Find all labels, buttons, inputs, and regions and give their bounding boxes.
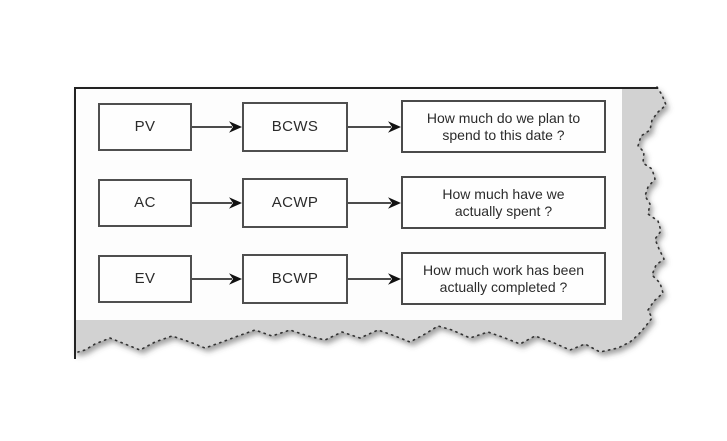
abbrev-box-pv: PV xyxy=(98,102,192,151)
arrow-right-icon xyxy=(348,120,401,133)
flow-row-ac: AC ACWP How much have we actually spent … xyxy=(98,176,606,229)
question-line: actually completed ? xyxy=(439,278,568,295)
question-line: spend to this date ? xyxy=(442,126,565,143)
metric-box-bcws: BCWS xyxy=(242,101,348,152)
abbrev-box-ac: AC xyxy=(98,178,192,227)
panel-top-border xyxy=(74,87,658,90)
abbrev-box-ev: EV xyxy=(98,254,192,303)
arrow-right-icon xyxy=(192,120,242,133)
torn-screenshot-fragment: PV BCWS How much do we plan to spend to … xyxy=(74,86,694,387)
question-box-ev: How much work has been actually complete… xyxy=(401,252,606,305)
question-line: How much do we plan to xyxy=(426,109,581,126)
panel-left-border xyxy=(74,87,77,359)
arrow-right-icon xyxy=(348,272,401,285)
arrow-right-icon xyxy=(348,196,401,209)
question-box-ac: How much have we actually spent ? xyxy=(401,176,606,229)
question-box-pv: How much do we plan to spend to this dat… xyxy=(401,100,606,153)
flow-row-pv: PV BCWS How much do we plan to spend to … xyxy=(98,100,606,153)
question-line: How much have we xyxy=(442,185,565,202)
metric-box-bcwp: BCWP xyxy=(242,253,348,304)
arrow-right-icon xyxy=(192,272,242,285)
flow-row-ev: EV BCWP How much work has been actually … xyxy=(98,252,606,305)
torn-edge-specks xyxy=(77,86,667,353)
question-line: actually spent ? xyxy=(454,202,553,219)
arrow-right-icon xyxy=(192,196,242,209)
metric-box-acwp: ACWP xyxy=(242,177,348,228)
question-line: How much work has been xyxy=(422,261,585,278)
